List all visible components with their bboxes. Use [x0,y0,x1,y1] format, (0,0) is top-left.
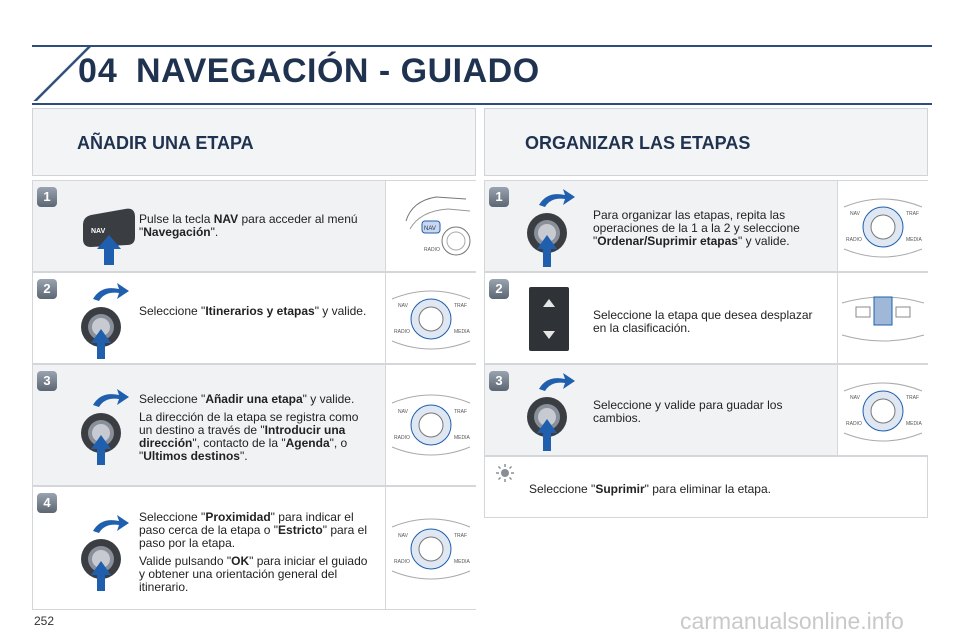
dial-label-radio: RADIO [846,421,862,427]
knob-press-icon [527,189,575,267]
dial-label-nav: NAV [398,533,409,539]
step-badge: 3 [37,371,57,391]
left-step-4: 4 Seleccione "Proximidad" para indicar e… [32,486,476,610]
section-title-organize-stages: ORGANIZAR LAS ETAPAS [525,133,751,153]
dial-label-media: MEDIA [906,237,923,243]
dial-label-nav: NAV [398,409,409,415]
header-decoration [32,45,92,101]
step-badge: 2 [489,279,509,299]
right-tip-text: Seleccione "Suprimir" para eliminar la e… [529,482,771,496]
dial-label-nav: NAV [850,211,861,217]
step-badge: 4 [37,493,57,513]
nav-key-label: NAV [91,228,106,235]
right-step-3: 3 Seleccione y valide para guadar los ca… [484,364,928,456]
stage-list-thumbnail [837,273,928,363]
page-number: 252 [34,614,55,628]
step-badge: 2 [37,279,57,299]
dial-label-radio: RADIO [394,435,410,441]
dial-label-traf: TRAF [906,211,919,217]
control-dial-thumbnail: NAV TRAF RADIO MEDIA [837,181,928,271]
control-dial-thumbnail: NAV TRAF RADIO MEDIA [385,487,476,609]
nav-key-thumbnail: NAV RADIO [385,181,476,271]
control-dial-thumbnail: NAV TRAF RADIO MEDIA [385,365,476,485]
knob-press-icon [527,373,575,451]
radio-key-thumb-label: RADIO [424,247,440,253]
dial-label-media: MEDIA [906,421,923,427]
watermark: carmanualsonline.info [680,608,904,634]
left-step-1: 1 NAV Pulse la tecla NAV para acceder al… [32,180,476,272]
dial-label-traf: TRAF [454,409,467,415]
dial-label-radio: RADIO [394,329,410,335]
knob-press-icon [81,389,129,465]
left-step-3: 3 Seleccione "Añadir una etapa" y valide… [32,364,476,486]
up-down-arrows-icon [529,287,569,351]
control-dial-thumbnail: NAV TRAF RADIO MEDIA [837,365,928,455]
dial-label-media: MEDIA [454,435,471,441]
left-step-1-text: Pulse la tecla NAV para acceder al menú … [139,212,358,239]
step-badge: 1 [489,187,509,207]
knob-press-icon [81,283,129,359]
left-step-2: 2 Seleccione "Itinerarios y etapas" y va… [32,272,476,364]
dial-label-traf: TRAF [906,395,919,401]
dial-label-nav: NAV [398,303,409,309]
section-title-add-stage: AÑADIR UNA ETAPA [77,133,254,153]
dial-label-media: MEDIA [454,559,471,565]
dial-label-media: MEDIA [454,329,471,335]
chapter-number: 04 [78,52,118,90]
dial-label-radio: RADIO [394,559,410,565]
step-badge: 1 [37,187,57,207]
right-step-2-text: Seleccione la etapa que desea desplazar … [593,308,813,335]
dial-label-traf: TRAF [454,303,467,309]
right-step-2: 2 Seleccione la etapa que desea desplaza… [484,272,928,364]
dial-label-traf: TRAF [454,533,467,539]
control-dial-thumbnail: NAV TRAF RADIO MEDIA [385,273,476,363]
nav-key-press-icon: NAV [83,208,135,265]
knob-press-icon [81,515,129,591]
chapter-header-band [32,45,932,105]
section-header-add-stage: AÑADIR UNA ETAPA [32,108,476,176]
left-step-4-text: Seleccione "Proximidad" para indicar el … [139,510,368,594]
right-step-1-text: Para organizar las etapas, repita las op… [593,208,800,248]
right-step-3-text: Seleccione y valide para guadar los camb… [593,398,783,425]
section-header-organize-stages: ORGANIZAR LAS ETAPAS [484,108,928,176]
chapter-title: NAVEGACIÓN - GUIADO [136,52,540,90]
left-step-2-text: Seleccione "Itinerarios y etapas" y vali… [139,304,367,318]
right-step-1: 1 Para organizar las etapas, repita las … [484,180,928,272]
nav-key-thumb-label: NAV [424,226,436,232]
step-badge: 3 [489,371,509,391]
tip-sun-icon [496,464,514,482]
left-step-3-text: Seleccione "Añadir una etapa" y valide. … [139,392,359,463]
dial-label-nav: NAV [850,395,861,401]
dial-label-radio: RADIO [846,237,862,243]
right-tip: Seleccione "Suprimir" para eliminar la e… [484,456,928,518]
